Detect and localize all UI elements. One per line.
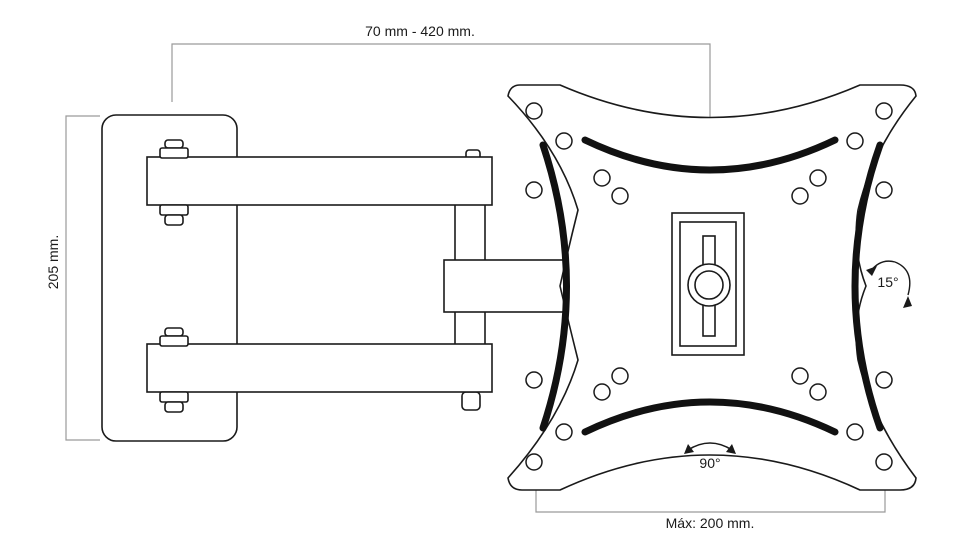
left-dimension-line xyxy=(65,115,100,441)
top-rail xyxy=(581,136,839,174)
vesa-max-label: Máx: 200 mm. xyxy=(666,515,755,531)
middle-arm xyxy=(443,259,580,313)
lower-arm xyxy=(146,343,493,393)
bottom-dimension-line xyxy=(535,484,886,513)
upper-arm xyxy=(146,156,493,206)
central-bracket xyxy=(671,212,745,356)
top-dimension-line xyxy=(171,43,711,126)
height-label: 205 mm. xyxy=(45,235,61,289)
width-range-label: 70 mm - 420 mm. xyxy=(365,23,475,39)
left-rail xyxy=(539,141,570,432)
pivot-cap-bottom xyxy=(461,391,481,411)
rotate-arrow-icon xyxy=(684,442,736,454)
tilt-arrow-icon xyxy=(866,260,912,308)
rotate-label: 90° xyxy=(699,455,720,471)
upper-bolt xyxy=(159,139,189,226)
mounting-holes xyxy=(525,102,893,471)
lower-bolt xyxy=(159,327,189,413)
tilt-label: 15° xyxy=(877,274,898,290)
right-rail xyxy=(851,141,884,432)
bottom-rail xyxy=(581,398,839,436)
